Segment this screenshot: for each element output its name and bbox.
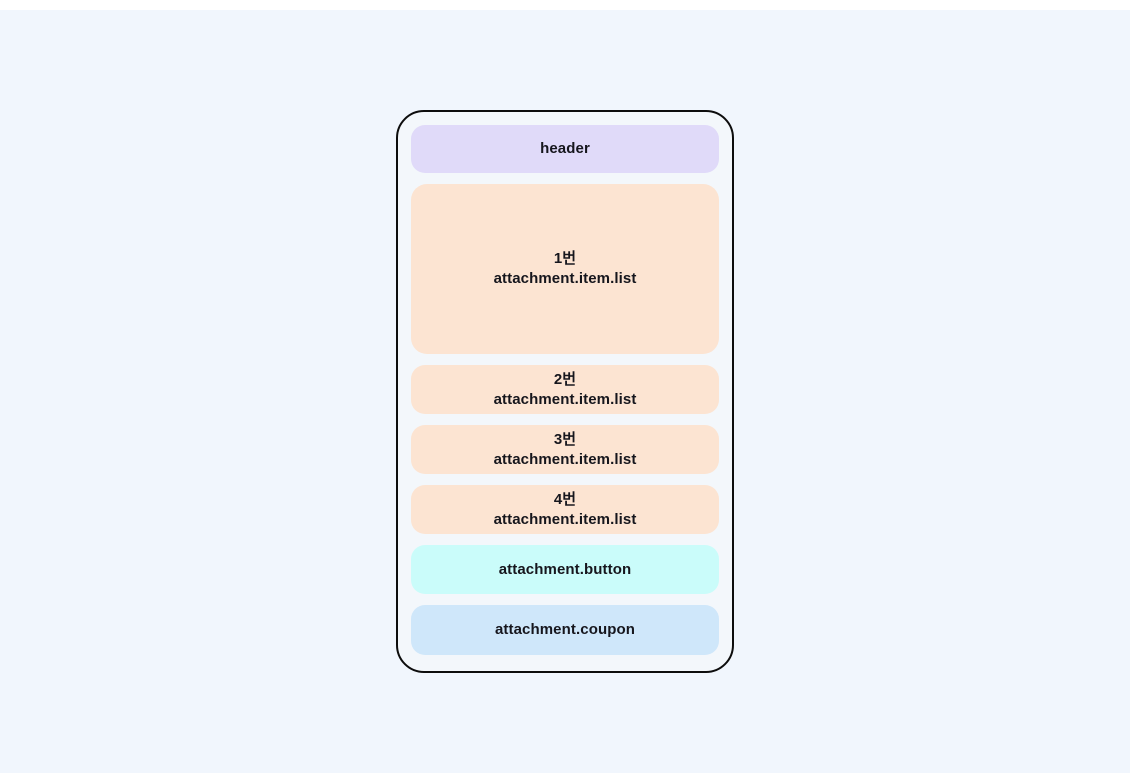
item-number-label: 1번 <box>553 250 577 267</box>
item-list-label: attachment.item.list <box>493 270 637 287</box>
header-block[interactable]: header <box>411 125 719 173</box>
header-label: header <box>540 140 590 157</box>
attachment-button-label: attachment.button <box>498 560 632 578</box>
item-list-label: attachment.item.list <box>493 390 637 408</box>
attachment-item-list-block-4[interactable]: 4번 attachment.item.list <box>411 485 719 534</box>
attachment-coupon-block[interactable]: attachment.coupon <box>411 605 719 655</box>
attachment-button-block[interactable]: attachment.button <box>411 545 719 594</box>
attachment-item-list-block-1[interactable]: 1번 attachment.item.list <box>411 184 719 354</box>
item-list-label: attachment.item.list <box>493 450 637 468</box>
item-list-label: attachment.item.list <box>493 510 637 528</box>
attachment-item-list-block-3[interactable]: 3번 attachment.item.list <box>411 425 719 474</box>
item-number-label: 2번 <box>553 370 577 388</box>
phone-frame: header 1번 attachment.item.list 2번 attach… <box>396 110 734 673</box>
page-background: header 1번 attachment.item.list 2번 attach… <box>0 10 1130 773</box>
attachment-coupon-label: attachment.coupon <box>494 621 636 638</box>
item-number-label: 3번 <box>553 430 577 448</box>
attachment-item-list-block-2[interactable]: 2번 attachment.item.list <box>411 365 719 414</box>
item-number-label: 4번 <box>553 490 577 508</box>
